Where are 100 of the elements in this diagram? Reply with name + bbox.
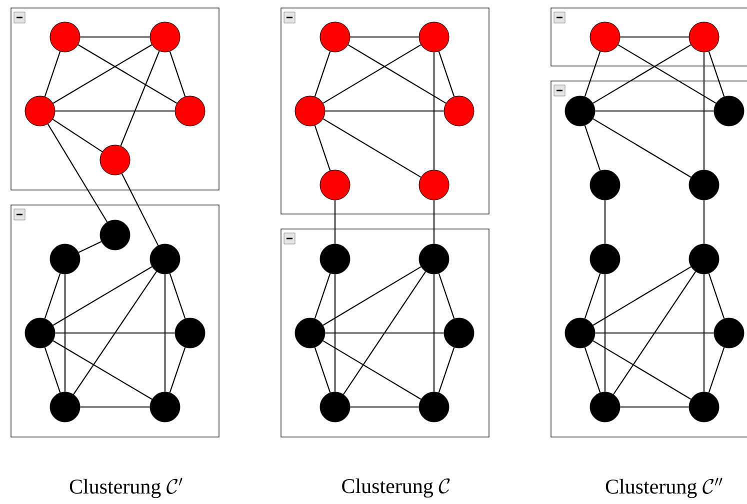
edge-line — [73, 271, 157, 395]
vertex-circle — [294, 318, 326, 348]
edge-line — [314, 51, 331, 97]
edge-line — [121, 173, 159, 246]
vertex-circle — [418, 22, 450, 52]
edge-line — [438, 273, 455, 319]
edge-line — [314, 347, 331, 393]
edge-line — [703, 200, 705, 244]
vertex-circle — [688, 392, 720, 422]
vertex-circle — [24, 96, 56, 126]
cluster-box — [10, 8, 220, 190]
edge-line — [433, 52, 435, 170]
cluster-box — [550, 80, 747, 438]
cluster-box — [10, 204, 220, 438]
edge-line — [314, 273, 331, 319]
edge-line — [80, 406, 150, 408]
edge-line — [708, 347, 725, 393]
vertex-circle — [444, 96, 474, 126]
edge-line — [584, 51, 601, 97]
vertex-circle — [50, 22, 80, 52]
edge-line — [708, 273, 725, 319]
edge-line — [708, 51, 725, 97]
vertex-circle — [320, 22, 350, 52]
vertex-circle — [50, 244, 80, 274]
edge-line — [703, 52, 705, 170]
vertex-circle — [590, 22, 620, 52]
vertex-circle — [444, 318, 474, 348]
edge-line — [350, 406, 419, 408]
edge-line — [584, 347, 601, 393]
vertex-circle — [100, 144, 130, 176]
edge-line — [620, 406, 689, 408]
vertex-circle — [418, 170, 450, 200]
vertex-circle — [418, 244, 450, 274]
vertex-circle — [50, 392, 80, 422]
edge-line — [55, 332, 175, 334]
edge-line — [169, 51, 186, 97]
edge-line — [438, 347, 455, 393]
edge-line — [438, 51, 455, 97]
edge-line — [78, 44, 178, 104]
edge-line — [322, 44, 422, 104]
edge-line — [595, 332, 714, 334]
edge-line — [618, 44, 716, 104]
edge-line — [44, 347, 61, 393]
edge-line — [592, 340, 692, 400]
caption: $\mathrm{Clusterung}\ \mathcal{C}''$ — [606, 478, 722, 498]
edge-line — [620, 36, 689, 38]
edge-line — [322, 118, 422, 178]
vertex-circle — [320, 170, 350, 200]
edge-line — [325, 110, 444, 112]
vertex-circle — [150, 244, 180, 274]
edge-line — [120, 50, 160, 146]
edge-line — [55, 110, 175, 112]
edge-line — [52, 118, 103, 152]
edge-line — [433, 200, 435, 244]
edge-line — [350, 36, 419, 38]
edge-line — [433, 274, 435, 392]
vertex-circle — [564, 96, 596, 126]
cluster-box — [280, 228, 490, 438]
edge-line — [78, 241, 102, 253]
edge-line — [592, 266, 692, 326]
vertex-circle — [418, 392, 450, 422]
edge-line — [80, 36, 150, 38]
edge-line — [314, 125, 331, 171]
vertex-circle — [100, 220, 130, 250]
edge-line — [52, 44, 152, 104]
vertex-circle — [320, 392, 350, 422]
vertex-circle — [688, 170, 720, 200]
edge-line — [64, 274, 66, 392]
vertex-circle — [688, 244, 720, 274]
edge-line — [169, 347, 186, 393]
vertex-circle — [590, 170, 620, 200]
edge-line — [348, 44, 446, 104]
edge-line — [604, 200, 606, 244]
edge-line — [703, 274, 705, 392]
edge-line — [592, 44, 692, 104]
edge-line — [334, 274, 336, 392]
edge-line — [322, 340, 422, 400]
vertex-circle — [174, 318, 206, 348]
edge-line — [47, 124, 108, 222]
caption: $\mathrm{Clusterung}\ \mathcal{C}$ — [342, 478, 450, 498]
caption: $\mathrm{Clusterung}\ \mathcal{C}'$ — [70, 478, 182, 498]
vertex-circle — [24, 318, 56, 348]
vertex-circle — [590, 392, 620, 422]
edge-line — [595, 110, 714, 112]
vertex-circle — [688, 22, 720, 52]
vertex-circle — [714, 318, 744, 348]
edge-line — [52, 340, 152, 400]
vertex-circle — [150, 22, 180, 52]
edge-line — [604, 274, 606, 392]
cluster-box — [280, 8, 490, 214]
edge-line — [322, 266, 422, 326]
edge-line — [592, 118, 692, 178]
vertex-circle — [150, 392, 180, 422]
edge-line — [52, 266, 152, 326]
vertex-circle — [294, 96, 326, 126]
edge-line — [44, 273, 61, 319]
edge-line — [169, 273, 186, 319]
cluster-box — [550, 8, 747, 66]
edge-line — [334, 200, 336, 244]
vertex-circle — [174, 96, 206, 126]
